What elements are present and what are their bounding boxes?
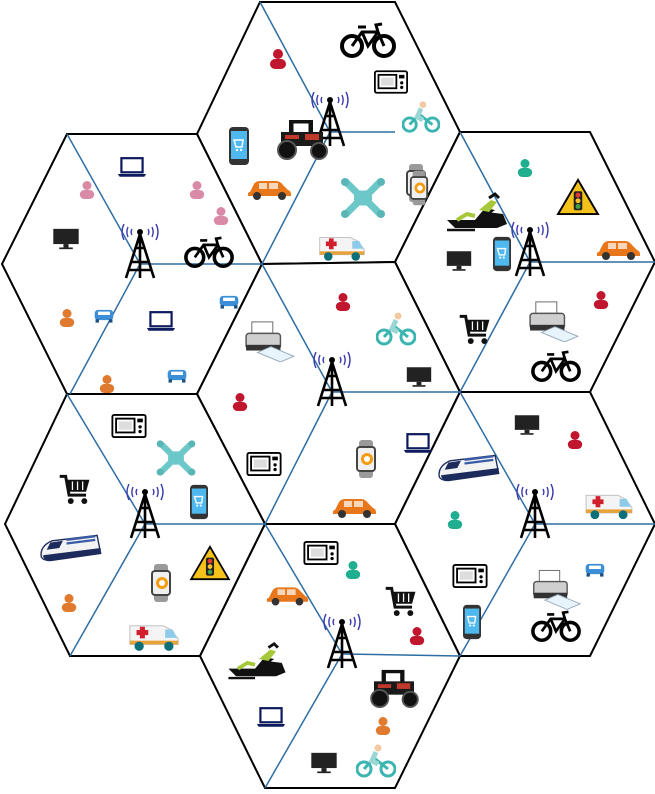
smartphone-icon <box>493 237 511 271</box>
smartwatch-icon <box>356 440 376 478</box>
microwave-icon <box>453 565 486 587</box>
smartwatch-icon <box>151 564 171 602</box>
smartphone-icon <box>190 485 208 519</box>
microwave-icon <box>112 415 145 437</box>
microwave-icon <box>375 71 407 92</box>
microwave-icon <box>304 542 337 564</box>
smartphone-icon <box>463 605 481 639</box>
microwave-icon <box>247 453 280 475</box>
smartphone-icon <box>229 127 249 165</box>
